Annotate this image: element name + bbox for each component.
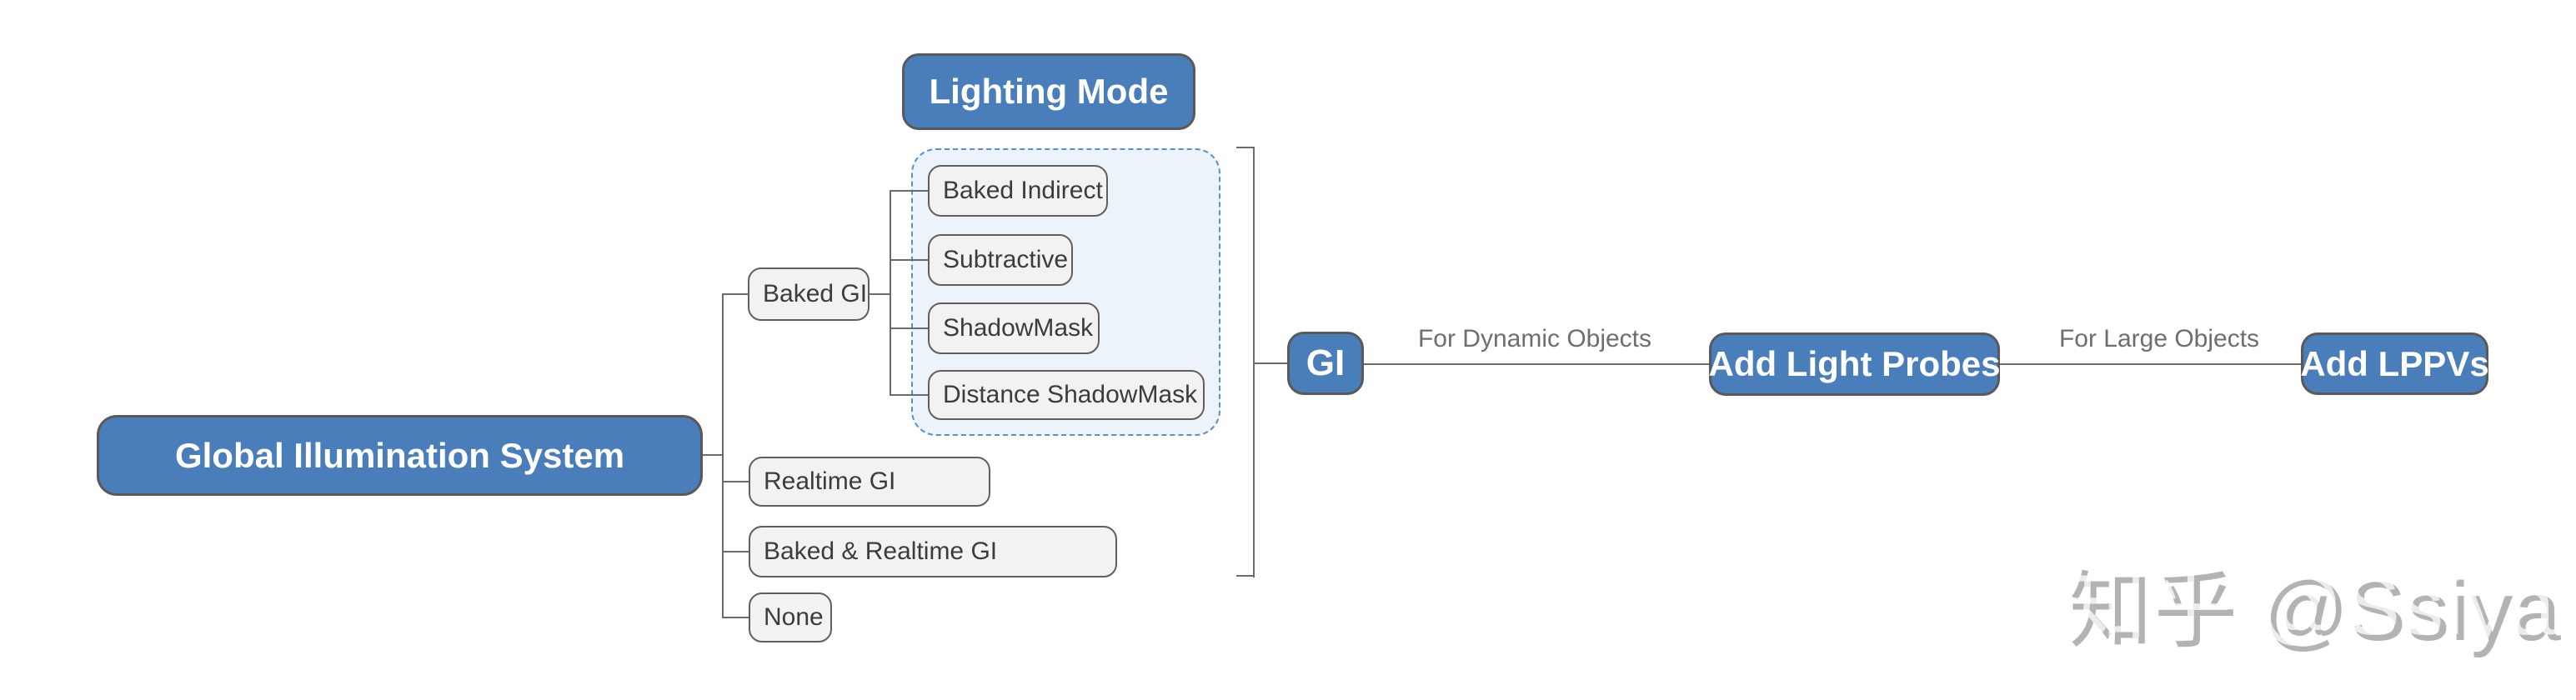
connector-modes-trunk (722, 293, 724, 618)
node-global-illumination-system: Global Illumination System (97, 415, 703, 496)
connector-subtractive (890, 259, 928, 261)
watermark: 知乎 @Ssiya 知乎 @Ssiya (2063, 543, 2563, 664)
connector-shadowmask (890, 328, 928, 329)
node-baked-indirect: Baked Indirect (928, 165, 1108, 217)
watermark-highlight: 知乎 @Ssiya (2063, 559, 2557, 652)
label-for-large-objects: For Large Objects (2058, 325, 2260, 352)
connector-bracket-gi (1253, 362, 1287, 364)
node-none: None (749, 592, 832, 642)
node-add-lppvs: Add LPPVs (2300, 332, 2489, 395)
connector-gi-lightprobes (1364, 363, 1709, 365)
node-gi: GI (1287, 332, 1364, 395)
node-lighting-mode: Lighting Mode (902, 53, 1195, 130)
node-distance-shadowmask: Distance ShadowMask (928, 370, 1205, 420)
connector-baked-realtime-gi (722, 551, 749, 552)
connector-root-trunk (703, 454, 723, 456)
connector-realtime-gi (722, 481, 749, 482)
node-subtractive: Subtractive (928, 234, 1073, 286)
connector-distance-shadowmask (890, 394, 928, 396)
connector-none (722, 617, 749, 618)
connector-lightprobes-lppvs (2000, 363, 2301, 365)
bracket-bottom-stub (1236, 575, 1255, 577)
node-baked-gi: Baked GI (748, 268, 870, 321)
connector-baked-indirect (890, 190, 928, 192)
bracket-top-stub (1236, 147, 1255, 148)
connector-baked-gi-out (870, 293, 890, 295)
node-shadowmask: ShadowMask (928, 302, 1100, 354)
connector-options-trunk (890, 190, 891, 396)
watermark-text: 知乎 @Ssiya (2069, 565, 2563, 658)
node-realtime-gi: Realtime GI (749, 457, 990, 507)
node-baked-realtime-gi: Baked & Realtime GI (749, 526, 1117, 578)
node-add-light-probes: Add Light Probes (1709, 332, 2001, 396)
connector-baked-gi (722, 293, 748, 295)
label-for-dynamic-objects: For Dynamic Objects (1417, 325, 1652, 352)
